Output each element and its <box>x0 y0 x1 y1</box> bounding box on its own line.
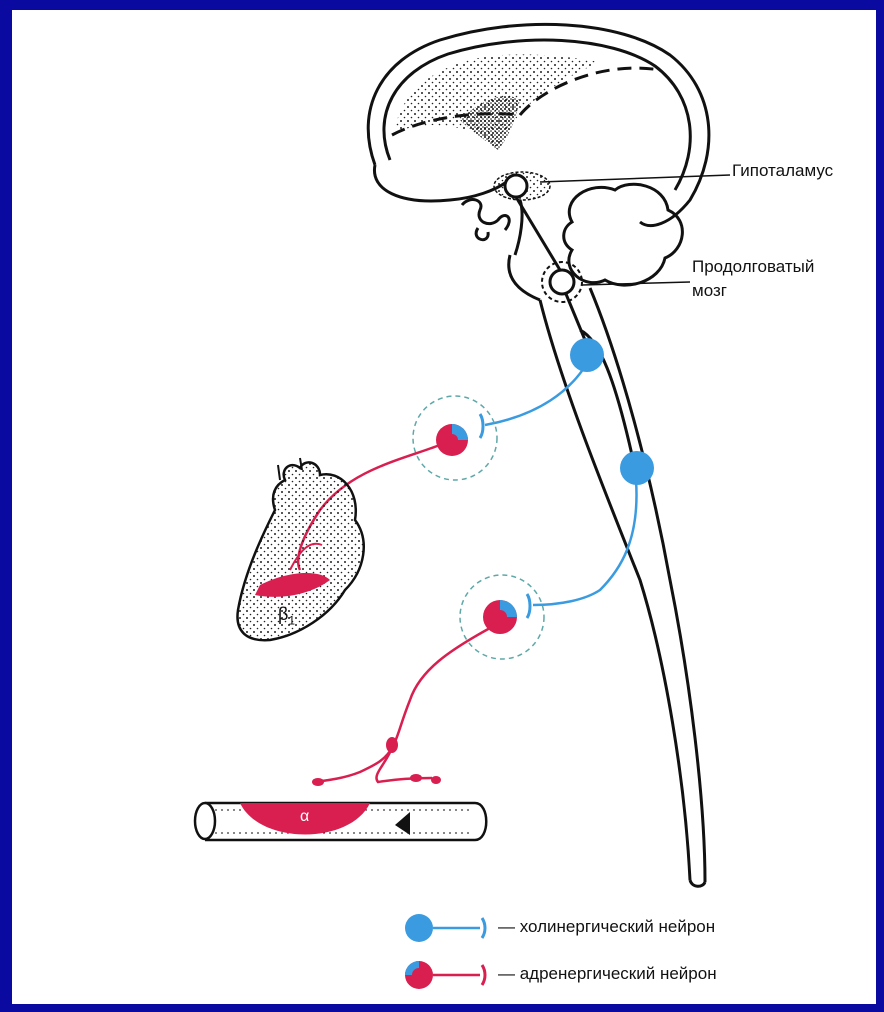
cholinergic-neuron-1 <box>480 338 604 438</box>
legend-cholinergic-label: — холинергический нейрон <box>498 917 715 937</box>
beta1-receptor-label: β1 <box>278 603 295 632</box>
spinal-cord <box>540 288 705 886</box>
cholinergic-neuron-2 <box>527 451 654 618</box>
medulla-label-line1: Продолговатый <box>692 256 814 278</box>
descending-tract-upper <box>516 197 560 270</box>
medulla-nucleus <box>542 262 582 302</box>
hypothalamus-nucleus <box>494 172 550 200</box>
legend-adrenergic-symbol <box>405 961 485 989</box>
medulla-label-line2: мозг <box>692 280 727 302</box>
alpha-receptor-label: α <box>300 806 309 828</box>
adrenergic-neuron-vessel <box>312 600 517 786</box>
hypothalamus-label: Гипоталамус <box>732 160 833 182</box>
descending-tract-a <box>566 294 585 340</box>
legend-adrenergic-label: — адренергический нейрон <box>498 964 717 984</box>
heart-drawing <box>237 458 363 640</box>
blood-vessel-drawing <box>195 803 486 840</box>
legend-cholinergic-symbol <box>405 914 485 942</box>
